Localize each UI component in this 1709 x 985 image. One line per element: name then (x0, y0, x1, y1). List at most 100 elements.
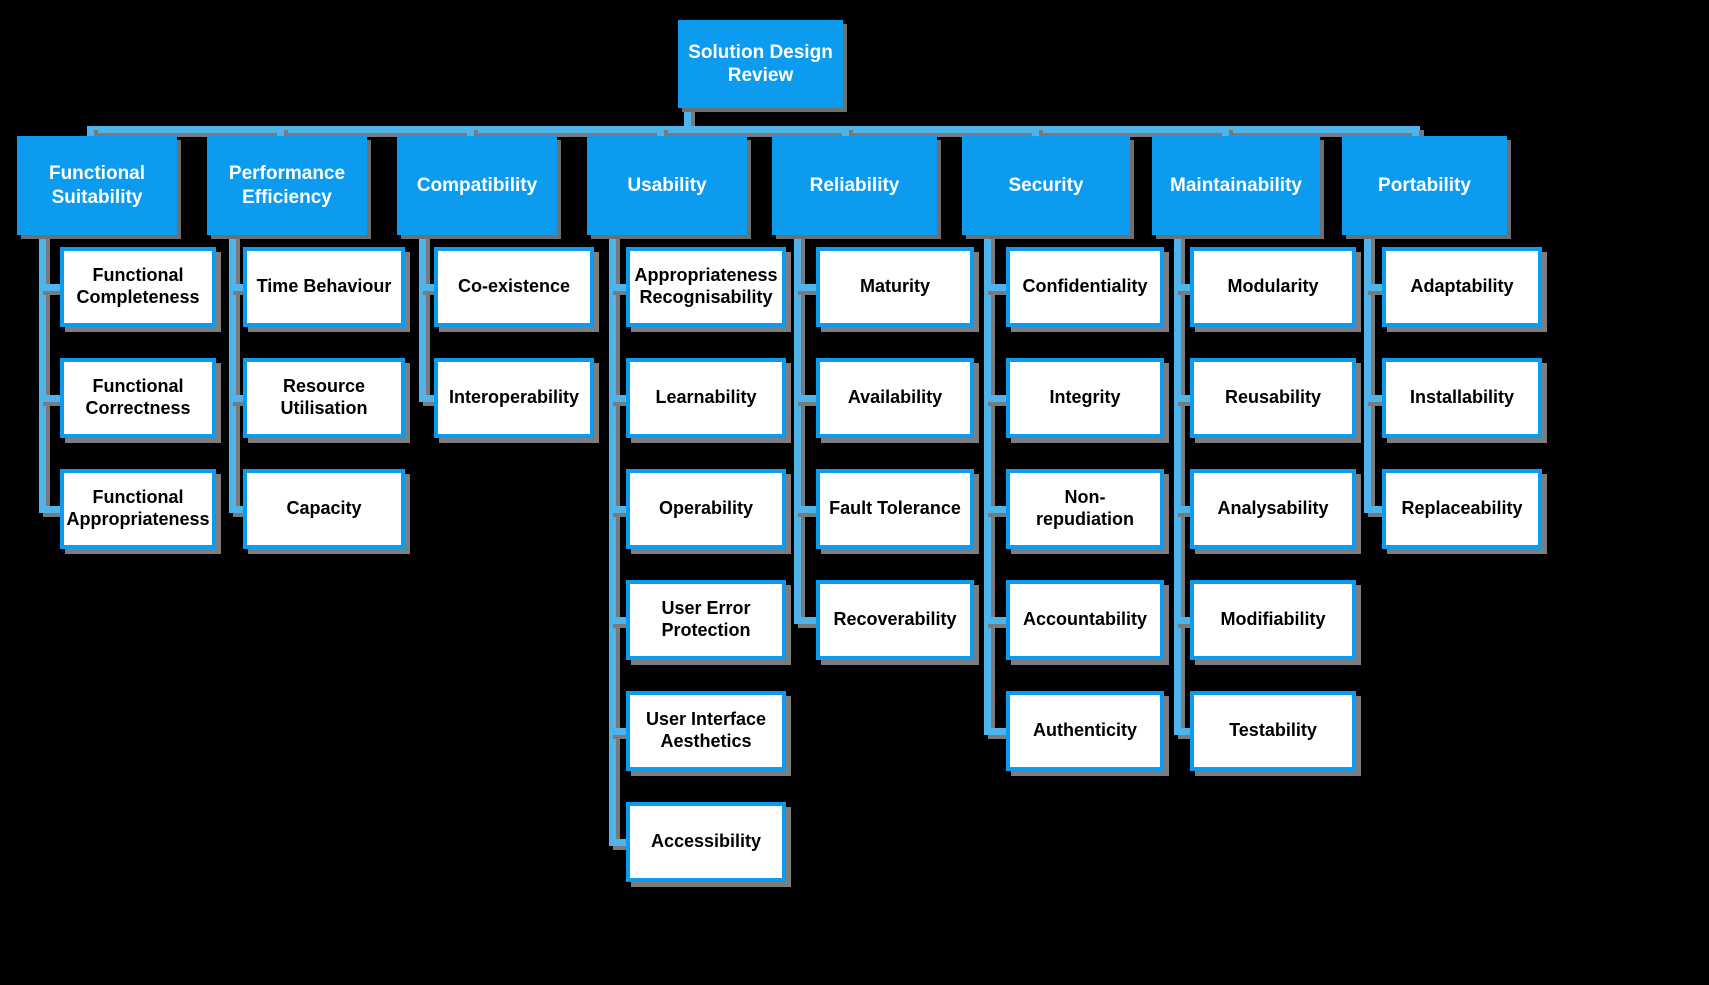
sub-node-interoperability[interactable]: Interoperability (434, 358, 594, 438)
node-label: Fault Tolerance (829, 498, 961, 519)
node-label: Testability (1229, 720, 1317, 741)
connector-shadow (798, 510, 824, 517)
connector-shadow (423, 288, 442, 295)
connector-line (1364, 231, 1371, 513)
category-node-reliability[interactable]: Reliability (772, 136, 937, 235)
connector-line (794, 284, 820, 291)
connector-line (419, 395, 438, 402)
connector-line (1364, 284, 1386, 291)
category-node-functional-suitability[interactable]: Functional Suitability (17, 136, 177, 235)
connector-line (277, 126, 284, 140)
sub-node-testability[interactable]: Testability (1190, 691, 1356, 771)
connector-line (984, 617, 1010, 624)
connector-line (984, 284, 1010, 291)
connector-line (1174, 395, 1194, 402)
sub-node-fault-tolerance[interactable]: Fault Tolerance (816, 469, 974, 549)
connector-line (984, 231, 991, 735)
sub-node-co-existence[interactable]: Co-existence (434, 247, 594, 327)
node-label: Learnability (655, 387, 757, 408)
connector-line (419, 284, 438, 291)
node-label: User Error Protection (661, 598, 751, 640)
category-node-maintainability[interactable]: Maintainability (1152, 136, 1320, 235)
category-node-security[interactable]: Security (962, 136, 1130, 235)
sub-node-learnability[interactable]: Learnability (626, 358, 786, 438)
sub-node-installability[interactable]: Installability (1382, 358, 1542, 438)
sub-node-capacity[interactable]: Capacity (243, 469, 405, 549)
sub-node-modifiability[interactable]: Modifiability (1190, 580, 1356, 660)
node-label: Reliability (809, 174, 900, 196)
node-label: Accessibility (650, 831, 762, 852)
sub-node-user-interface-aesthetics[interactable]: User Interface Aesthetics (626, 691, 786, 771)
node-label: Integrity (1049, 387, 1121, 408)
sub-node-resource-utilisation[interactable]: Resource Utilisation (243, 358, 405, 438)
sub-node-user-error-protection[interactable]: User Error Protection (626, 580, 786, 660)
connector-line (1222, 126, 1229, 140)
node-label: Resource Utilisation (280, 376, 368, 418)
node-label: Security (1008, 174, 1084, 196)
sub-node-time-behaviour[interactable]: Time Behaviour (243, 247, 405, 327)
connector-line (229, 231, 236, 513)
connector-line (657, 126, 664, 140)
sub-node-replaceability[interactable]: Replaceability (1382, 469, 1542, 549)
connector-line (609, 617, 630, 624)
connector-shadow (233, 510, 251, 517)
connector-shadow (988, 510, 1014, 517)
connector-line (794, 231, 801, 624)
sub-node-authenticity[interactable]: Authenticity (1006, 691, 1164, 771)
sub-node-adaptability[interactable]: Adaptability (1382, 247, 1542, 327)
connector-shadow (613, 621, 634, 628)
sub-node-reusability[interactable]: Reusability (1190, 358, 1356, 438)
sub-node-functional-completeness[interactable]: Functional Completeness (60, 247, 216, 327)
connector-line (1364, 395, 1386, 402)
connector-line (1364, 506, 1386, 513)
sub-node-confidentiality[interactable]: Confidentiality (1006, 247, 1164, 327)
connector-shadow (988, 732, 1014, 739)
connector-shadow (798, 288, 824, 295)
sub-node-functional-correctness[interactable]: Functional Correctness (60, 358, 216, 438)
category-node-portability[interactable]: Portability (1342, 136, 1507, 235)
sub-node-availability[interactable]: Availability (816, 358, 974, 438)
category-node-performance-efficiency[interactable]: Performance Efficiency (207, 136, 367, 235)
sub-node-accountability[interactable]: Accountability (1006, 580, 1164, 660)
node-label: Compatibility (416, 174, 538, 196)
node-label: Modularity (1227, 276, 1319, 297)
category-node-compatibility[interactable]: Compatibility (397, 136, 557, 235)
connector-shadow (613, 732, 634, 739)
connector-line (229, 506, 247, 513)
connector-line (1174, 284, 1194, 291)
connector-line (39, 506, 64, 513)
sub-node-accessibility[interactable]: Accessibility (626, 802, 786, 882)
connector-line (984, 506, 1010, 513)
connector-line (794, 617, 820, 624)
connector-shadow (1178, 621, 1198, 628)
connector-line (39, 231, 46, 513)
connector-line (467, 126, 474, 140)
sub-node-non-repudiation[interactable]: Non-repudiation (1006, 469, 1164, 549)
sub-node-functional-appropriateness[interactable]: Functional Appropriateness (60, 469, 216, 549)
connector-shadow (1178, 732, 1198, 739)
connector-line (87, 126, 1420, 133)
node-label: Availability (847, 387, 943, 408)
sub-node-integrity[interactable]: Integrity (1006, 358, 1164, 438)
category-node-usability[interactable]: Usability (587, 136, 747, 235)
connector-shadow (1368, 510, 1390, 517)
node-label: Accountability (1022, 609, 1147, 630)
connector-line (609, 506, 630, 513)
sub-node-operability[interactable]: Operability (626, 469, 786, 549)
root-node-solution-design-review[interactable]: Solution Design Review (678, 20, 843, 108)
connector-shadow (988, 235, 995, 739)
connector-line (794, 395, 820, 402)
sub-node-appropriateness-recognisability[interactable]: Appropriateness Recognisability (626, 247, 786, 327)
connector-shadow (233, 235, 240, 517)
sub-node-maturity[interactable]: Maturity (816, 247, 974, 327)
node-label: Operability (658, 498, 754, 519)
connector-shadow (988, 288, 1014, 295)
node-label: Usability (627, 174, 707, 196)
node-label: Portability (1378, 174, 1471, 196)
connector-line (419, 231, 426, 402)
sub-node-modularity[interactable]: Modularity (1190, 247, 1356, 327)
connector-shadow (798, 621, 824, 628)
sub-node-analysability[interactable]: Analysability (1190, 469, 1356, 549)
sub-node-recoverability[interactable]: Recoverability (816, 580, 974, 660)
